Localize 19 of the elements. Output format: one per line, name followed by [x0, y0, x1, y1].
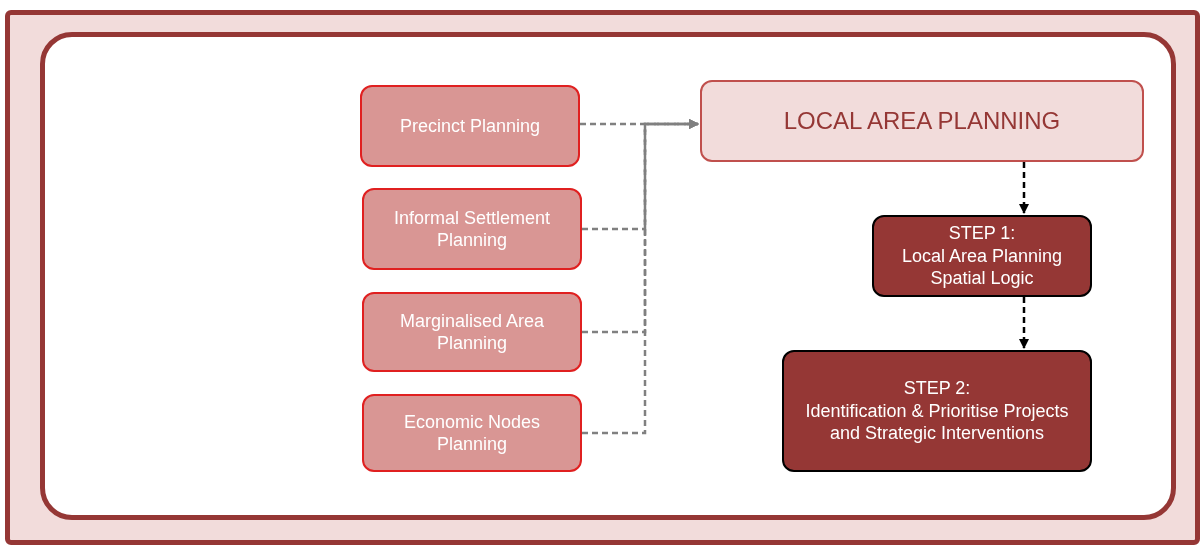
dashed-arrow [582, 119, 699, 435]
box-text: LOCAL AREA PLANNING [783, 106, 1061, 136]
box-text: Economic Nodes Planning [402, 410, 542, 456]
dashed-arrow [1019, 297, 1029, 349]
box-text: STEP 1: [948, 222, 1016, 245]
title-box [700, 80, 1144, 162]
box-text: Marginalised Area Planning [398, 309, 546, 355]
box-text: Precinct Planning [399, 114, 541, 138]
box-text: STEP 2: [903, 377, 971, 400]
dashed-arrow [1019, 162, 1029, 214]
box-text: Local Area Planning Spatial Logic [900, 244, 1064, 290]
planning-box [362, 188, 582, 270]
box-text: Identification & Prioritise Projects and Strategic Interventions [804, 399, 1070, 445]
box-text: Informal Settlement Planning [392, 206, 552, 252]
planning-box [362, 394, 582, 472]
planning-box [362, 292, 582, 372]
planning-box [360, 85, 580, 167]
step-box [872, 215, 1092, 297]
step-box [782, 350, 1092, 472]
